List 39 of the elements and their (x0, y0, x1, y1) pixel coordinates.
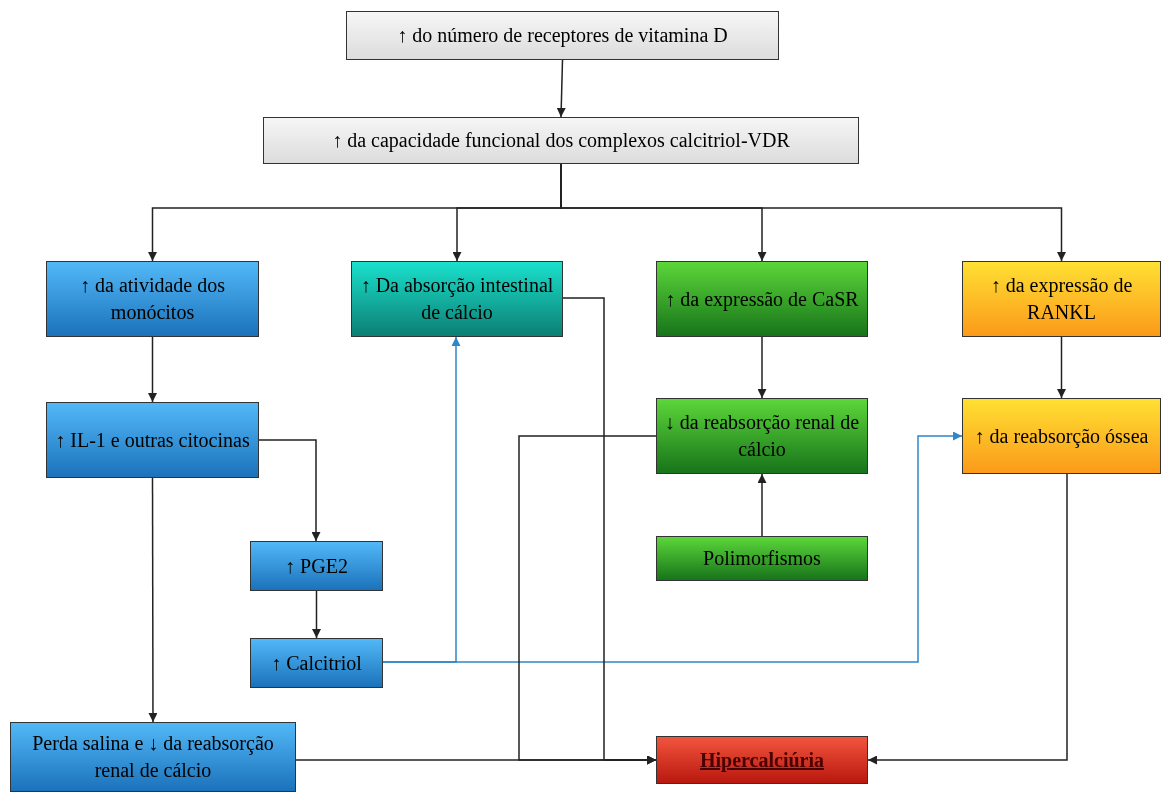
arrow (148, 336, 157, 403)
flow-box (656, 736, 868, 784)
box-text: ↓ da reabsorção renal de cálcio (663, 410, 861, 462)
flow-box (962, 398, 1161, 474)
box-text: ↑ IL-1 e outras citocinas (54, 427, 251, 453)
flow-box (263, 117, 859, 164)
box-text: Perda salina e ↓ da reabsorção renal de cálcio (31, 731, 275, 783)
arrow (382, 431, 963, 663)
flow-box (656, 398, 868, 474)
box-text: ↑ da atividade dos monócitos (79, 273, 226, 325)
flow-box (346, 11, 779, 60)
flow-box (10, 722, 296, 792)
arrow (867, 473, 1068, 765)
flow-box (351, 261, 563, 337)
arrow (148, 477, 158, 723)
box-text: ↑ da expressão de RANKL (989, 273, 1134, 325)
box-text: ↑ da expressão de CaSR (664, 286, 860, 313)
arrow (556, 59, 566, 118)
arrow (757, 336, 767, 399)
flow-box (962, 261, 1161, 337)
flow-box (250, 541, 383, 591)
flow-box (46, 261, 259, 337)
box-text: ↑ Calcitriol (270, 650, 363, 676)
box-text: ↑ do número de receptores de vitamina D (396, 23, 729, 49)
flow-box (250, 638, 383, 688)
box-text: ↑ PGE2 (284, 553, 349, 579)
arrow (295, 755, 657, 765)
flow-box (656, 536, 868, 581)
flow-box (656, 261, 868, 337)
box-text: ↑ da reabsorção óssea (973, 423, 1150, 450)
result-text: Hipercalciúria (698, 747, 826, 774)
arrow (258, 439, 321, 542)
arrow (1057, 336, 1066, 399)
flow-box (46, 402, 259, 478)
box-text: ↑ Da absorção intestinal de cálcio (359, 273, 555, 325)
arrow (757, 473, 767, 537)
arrow (312, 590, 321, 639)
box-text: Polimorfismos (702, 546, 822, 571)
box-text: ↑ da capacidade funcional dos complexos calcitriol-VDR (331, 128, 791, 154)
